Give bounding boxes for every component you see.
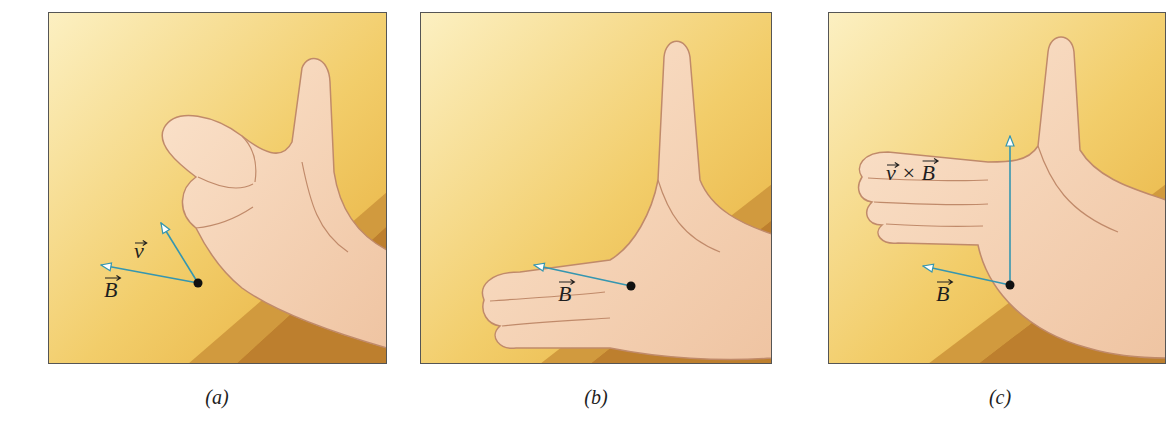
cross-product-vector	[1009, 136, 1011, 285]
vector-label: B	[558, 281, 571, 307]
hand-creases	[196, 136, 348, 252]
hand-creases	[868, 146, 1118, 232]
vector-label: B	[104, 277, 117, 303]
vector-label: v × B	[886, 160, 935, 186]
v-vector	[161, 223, 198, 283]
charge-dot	[627, 282, 636, 291]
panel-ground	[48, 12, 387, 364]
panel-ground	[420, 12, 772, 364]
hand-panel	[48, 12, 387, 364]
panel-caption: (b)	[584, 386, 607, 409]
panel-border	[49, 13, 387, 364]
hand-panel	[420, 12, 772, 364]
panel-ground	[828, 12, 1166, 364]
panel-caption: (c)	[989, 386, 1011, 409]
curled-hand	[162, 59, 387, 348]
flat-hand	[483, 41, 773, 359]
flat-hand	[859, 37, 1166, 358]
panel-border	[421, 13, 772, 364]
hand-creases	[490, 180, 720, 326]
vector-label: v	[134, 238, 144, 264]
panel-border	[829, 13, 1166, 364]
panel-caption: (a)	[205, 386, 228, 409]
hand-panel	[828, 12, 1166, 364]
vector-label: B	[936, 281, 949, 307]
charge-dot	[194, 279, 203, 288]
b-vector	[534, 265, 631, 286]
charge-dot	[1006, 281, 1015, 290]
